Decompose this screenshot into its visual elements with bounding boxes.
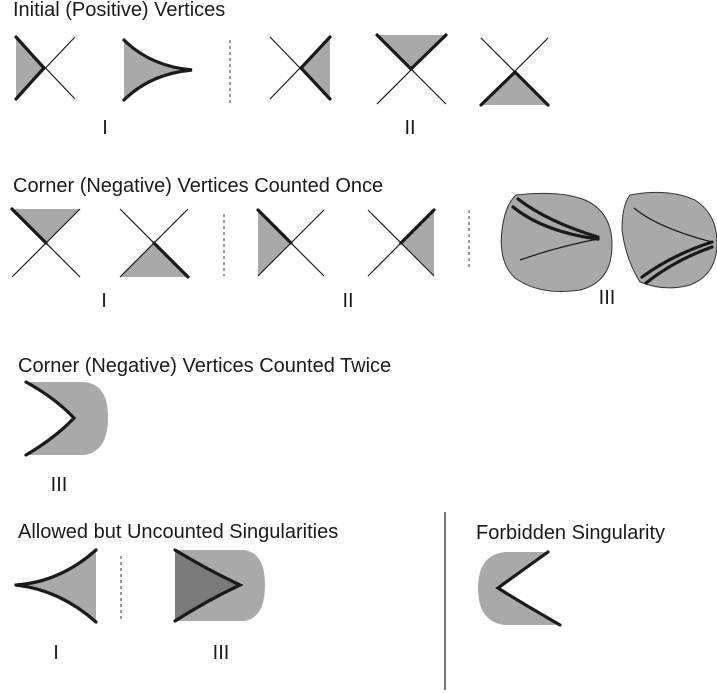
label-initial-type-1: I [102,117,108,139]
initial-vertex-1b [122,38,193,102]
label-initial-type-2: II [404,117,416,139]
once-vertex-1a [10,207,81,278]
allowed-singularity-1 [14,548,98,624]
once-vertex-1b [119,208,190,279]
once-vertex-3b [621,191,717,289]
label-allowed-type-3: III [212,642,230,664]
once-vertex-2a [256,208,325,277]
forbidden-singularity [478,550,562,627]
allowed-singularity-3 [173,548,265,623]
caption-initial-vertices: Initial (Positive) Vertices [13,0,226,21]
caption-allowed-uncounted: Allowed but Uncounted Singularities [18,521,339,543]
initial-vertex-1a [14,35,76,101]
once-vertex-3a [500,192,613,292]
label-once-type-2: II [342,290,354,312]
label-twice-type-3: III [50,474,68,496]
caption-forbidden-singularity: Forbidden Singularity [476,522,665,544]
label-once-type-1: I [101,290,107,312]
once-vertex-2b [367,208,436,277]
label-once-type-3: III [598,287,616,309]
initial-vertex-2b [375,33,448,105]
initial-vertex-2a [269,35,332,101]
caption-corner-counted-twice: Corner (Negative) Vertices Counted Twice [18,355,392,377]
twice-vertex-3 [24,380,108,457]
caption-corner-counted-once: Corner (Negative) Vertices Counted Once [13,175,384,197]
initial-vertex-2c [479,37,550,107]
label-allowed-type-1: I [53,642,59,664]
